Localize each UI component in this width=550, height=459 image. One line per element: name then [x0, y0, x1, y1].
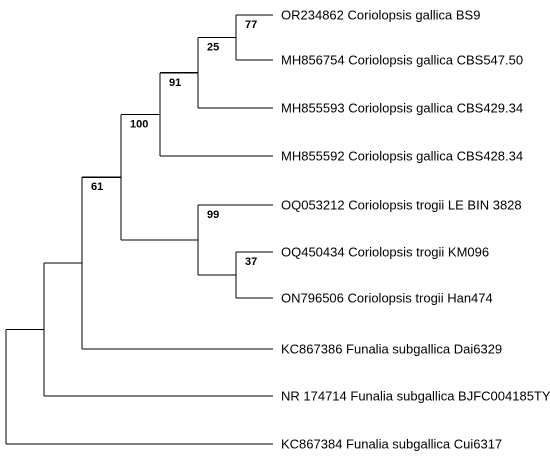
- support-value: 61: [91, 181, 103, 193]
- leaf-label: OQ450434 Coriolopsis trogii KM096: [281, 245, 489, 260]
- support-value: 25: [207, 42, 219, 54]
- support-value: 100: [130, 118, 148, 130]
- leaf-label: MH856754 Coriolopsis gallica CBS547.50: [281, 53, 523, 68]
- leaf-label: KC867386 Funalia subgallica Dai6329: [281, 342, 502, 357]
- leaf-label: OR234862 Coriolopsis gallica BS9: [281, 8, 480, 23]
- leaf-label: NR 174714 Funalia subgallica BJFC004185T…: [281, 389, 550, 404]
- leaf-label: ON796506 Coriolopsis trogii Han474: [281, 291, 493, 306]
- support-value: 99: [207, 209, 219, 221]
- support-value: 77: [245, 19, 257, 31]
- leaf-label: KC867384 Funalia subgallica Cui6317: [281, 437, 502, 452]
- leaf-label: MH855592 Coriolopsis gallica CBS428.34: [281, 149, 523, 164]
- support-value: 37: [245, 256, 257, 268]
- leaf-label: MH855593 Coriolopsis gallica CBS429.34: [281, 101, 523, 116]
- support-value: 91: [169, 77, 181, 89]
- leaf-label: OQ053212 Coriolopsis trogii LE BIN 3828: [281, 198, 522, 213]
